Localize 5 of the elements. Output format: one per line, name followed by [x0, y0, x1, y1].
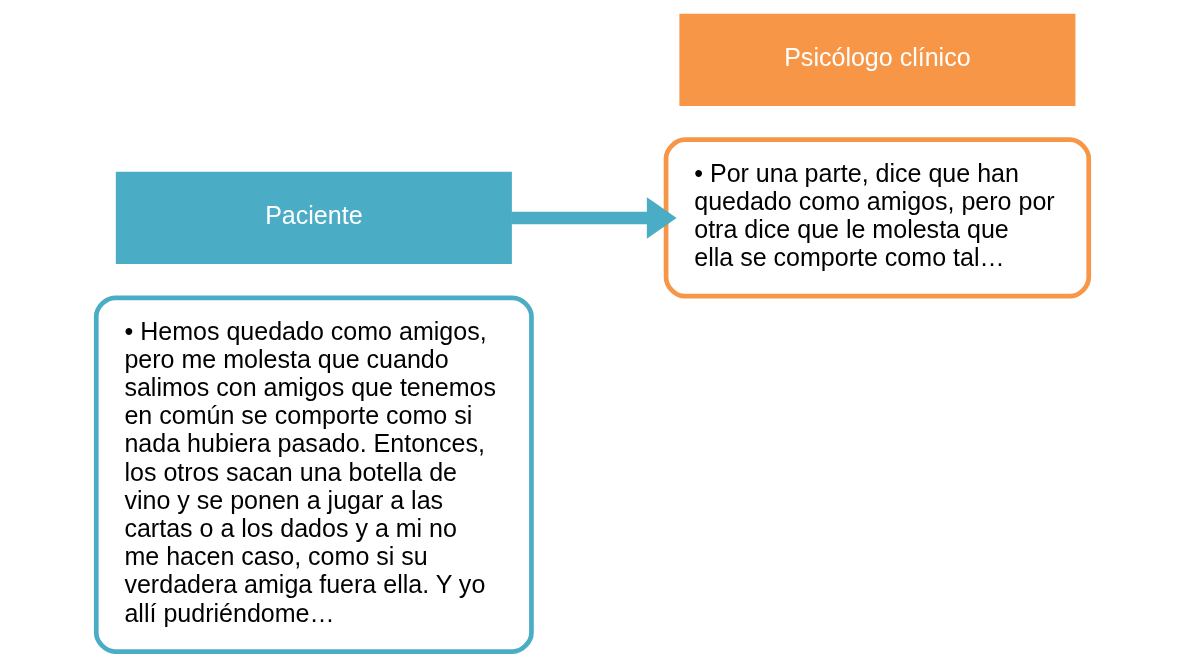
arrow [510, 197, 677, 239]
node-box: • Hemos quedado como amigos, pero me molesta que cuando salimos con amigos que tenemos en común se comporte como si nada hubiera pasado. Entonces, los otros sacan una botella de vino y se ponen a jugar a las cartas o a los dados y a mi no me hacen caso, como si su verdadera amiga fuera ella. Y yo allí pudriéndome… [93, 295, 534, 654]
node-box: • Por una parte, dice que han quedado como amigos, pero por otra dice que le molesta que ella se comporte como tal… [663, 137, 1091, 299]
node-box: Psicólogo clínico [678, 13, 1075, 106]
node-box: Paciente [115, 171, 512, 265]
